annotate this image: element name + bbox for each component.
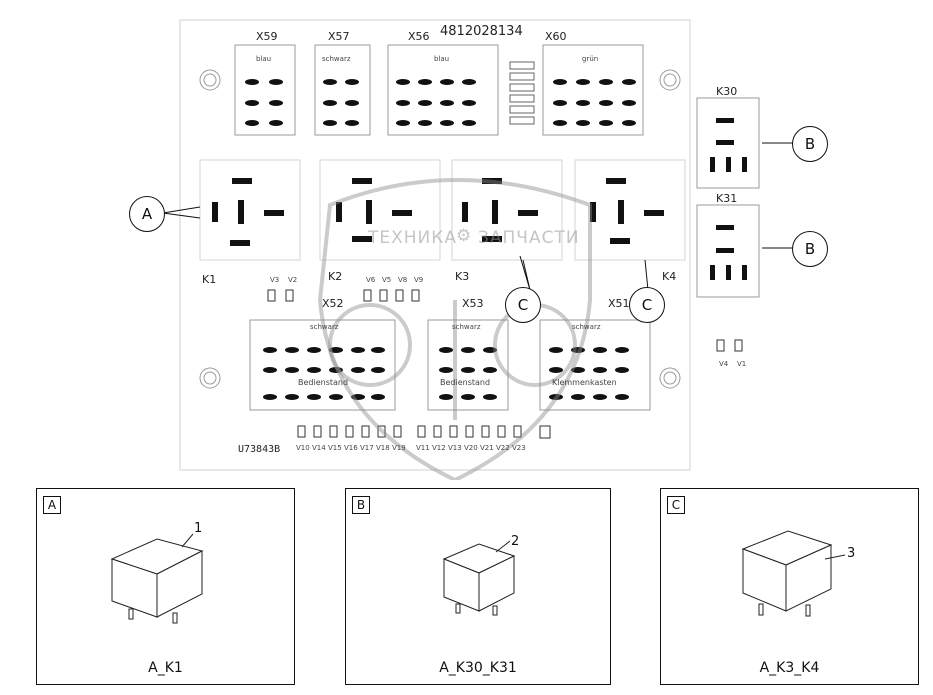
watermark-text-right: ЗАПЧАСТИ: [478, 228, 580, 248]
part-number: 4812028134: [440, 24, 523, 39]
connector-label-x57: X57: [328, 30, 350, 43]
relay-zone-k3: [451, 159, 563, 261]
relay-label-k30: K30: [716, 85, 738, 98]
relay-icon: [110, 533, 204, 624]
connector-label-x60: X60: [545, 30, 567, 43]
relay-k30: [696, 97, 760, 189]
diode-label: V18: [376, 444, 390, 452]
relay-zone-k4: [574, 159, 686, 261]
diode-label: V20: [464, 444, 478, 452]
callout-c-k4: C: [629, 287, 665, 323]
diode-label: V8: [398, 276, 408, 284]
diode-label: V13: [448, 444, 462, 452]
watermark-shield: [317, 178, 592, 480]
diode-label: V1: [737, 360, 747, 368]
detail-panel-c: C 3 A_K3_K4: [660, 488, 919, 685]
detail-panel-b: B 2 A_K30_K31: [345, 488, 611, 685]
diode-label: V22: [496, 444, 510, 452]
item-number-1: 1: [194, 521, 203, 536]
connector-color-x52: schwarz: [310, 323, 339, 331]
connector-color-x56: blau: [434, 55, 450, 63]
relay-label-k31: K31: [716, 192, 738, 205]
diode-label: V16: [344, 444, 358, 452]
relay-zone-k2: [319, 159, 441, 261]
diode-label: V3: [270, 276, 280, 284]
connector-caption-x51: Klemmenkasten: [552, 378, 617, 387]
diode-label: V4: [719, 360, 729, 368]
panel-tag-b: B: [352, 496, 370, 514]
mounting-hole: [199, 69, 221, 91]
connector-x53: [427, 319, 509, 411]
connector-x51: [539, 319, 651, 411]
watermark-gear-icon: ⚙: [456, 226, 473, 246]
connector-label-x53: X53: [462, 297, 484, 310]
callout-a: A: [129, 196, 165, 232]
connector-label-x59: X59: [256, 30, 278, 43]
diode-label: V15: [328, 444, 342, 452]
connector-label-x51: X51: [608, 297, 630, 310]
connector-x52: [249, 319, 396, 411]
panel-caption-c: A_K3_K4: [759, 660, 820, 676]
panel-caption-b: A_K30_K31: [439, 660, 517, 676]
mounting-hole: [659, 367, 681, 389]
diode-label: V12: [432, 444, 446, 452]
item-number-2: 2: [511, 534, 520, 549]
diode-label: V5: [382, 276, 392, 284]
diode-label: V11: [416, 444, 430, 452]
diode-label: V14: [312, 444, 326, 452]
watermark-text-left: ТЕХНИКА: [368, 228, 457, 248]
relay-icon: [741, 530, 846, 617]
relay-k31: [696, 204, 760, 298]
connector-color-x51: schwarz: [572, 323, 601, 331]
relay-zone-k1: [199, 159, 301, 261]
mounting-hole: [659, 69, 681, 91]
callout-c-k3: C: [505, 287, 541, 323]
connector-x57: [314, 44, 371, 136]
connector-color-x59: blau: [256, 55, 272, 63]
callout-b-k31: B: [792, 231, 828, 267]
mounting-hole: [199, 367, 221, 389]
diode-label: V23: [512, 444, 526, 452]
panel-caption-a: A_K1: [148, 660, 183, 676]
diode-label: V17: [360, 444, 374, 452]
callout-b-k30: B: [792, 126, 828, 162]
diode-label: V9: [414, 276, 424, 284]
connector-caption-x53: Bedienstand: [440, 378, 491, 387]
connector-color-x57: schwarz: [322, 55, 351, 63]
detail-panel-a: A 1 A_K1: [36, 488, 295, 685]
panel-tag-a: A: [43, 496, 61, 514]
connector-label-x52: X52: [322, 297, 344, 310]
diode-label: V6: [366, 276, 376, 284]
diode-label: V19: [392, 444, 406, 452]
relay-label-k4: K4: [662, 270, 677, 283]
connector-color-x53: schwarz: [452, 323, 481, 331]
relay-label-k3: K3: [455, 270, 470, 283]
item-number-3: 3: [847, 546, 856, 561]
connector-color-x60: grün: [582, 55, 599, 63]
board-code: U73843B: [238, 444, 281, 455]
relay-label-k2: K2: [328, 270, 343, 283]
connector-caption-x52: Bedienstand: [298, 378, 349, 387]
diode-label: V10: [296, 444, 310, 452]
diode-label: V21: [480, 444, 494, 452]
connector-label-x56: X56: [408, 30, 430, 43]
panel-tag-c: C: [667, 496, 685, 514]
connector-x60: [542, 44, 644, 136]
connector-x56: [387, 44, 499, 136]
connector-x59: [234, 44, 296, 136]
circuit-board-drawing: [162, 19, 798, 480]
diode-label: V2: [288, 276, 298, 284]
relay-label-k1: K1: [202, 273, 217, 286]
relay-icon: [442, 540, 516, 616]
